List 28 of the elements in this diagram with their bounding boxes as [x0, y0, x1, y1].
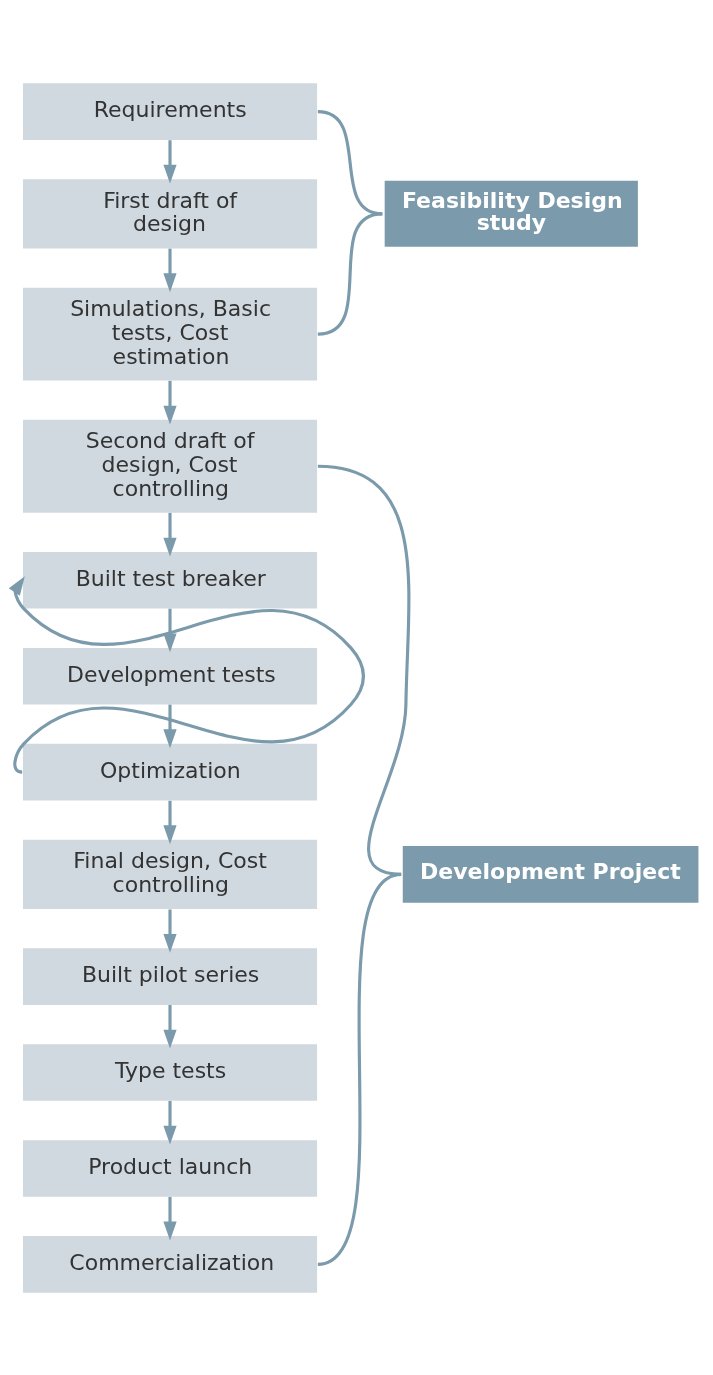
connector: [317, 464, 411, 876]
arrow: [163, 1100, 177, 1145]
connector: [317, 211, 383, 336]
connector: [317, 872, 402, 1266]
node-box: Feasibility Design study: [384, 180, 638, 247]
arrow: [163, 608, 177, 652]
node-box: Final design, Cost controlling: [22, 839, 318, 909]
node-box: Built test breaker: [22, 551, 318, 609]
arrow: [163, 1004, 177, 1049]
node-box: Commercialization: [22, 1235, 318, 1293]
node-box: Simulations, Basic tests, Cost estimation: [22, 287, 318, 381]
arrow: [163, 704, 177, 748]
node-box: Requirements: [22, 82, 318, 140]
node-box: Product launch: [22, 1139, 318, 1197]
arrow: [163, 139, 177, 184]
node-box: Type tests: [22, 1043, 318, 1101]
arrow: [163, 512, 177, 557]
node-box: First draft of design: [22, 178, 318, 248]
arrow: [163, 800, 177, 844]
node-box: Optimization: [22, 743, 318, 800]
arrow: [163, 1196, 177, 1240]
node-box: Built pilot series: [22, 947, 318, 1005]
node-box: Development tests: [22, 647, 318, 704]
node-box: Second draft of design, Cost controlling: [22, 419, 318, 513]
node-box: Development Project: [402, 845, 699, 903]
arrow: [163, 909, 177, 953]
arrow: [163, 248, 177, 292]
arrow: [163, 380, 177, 425]
